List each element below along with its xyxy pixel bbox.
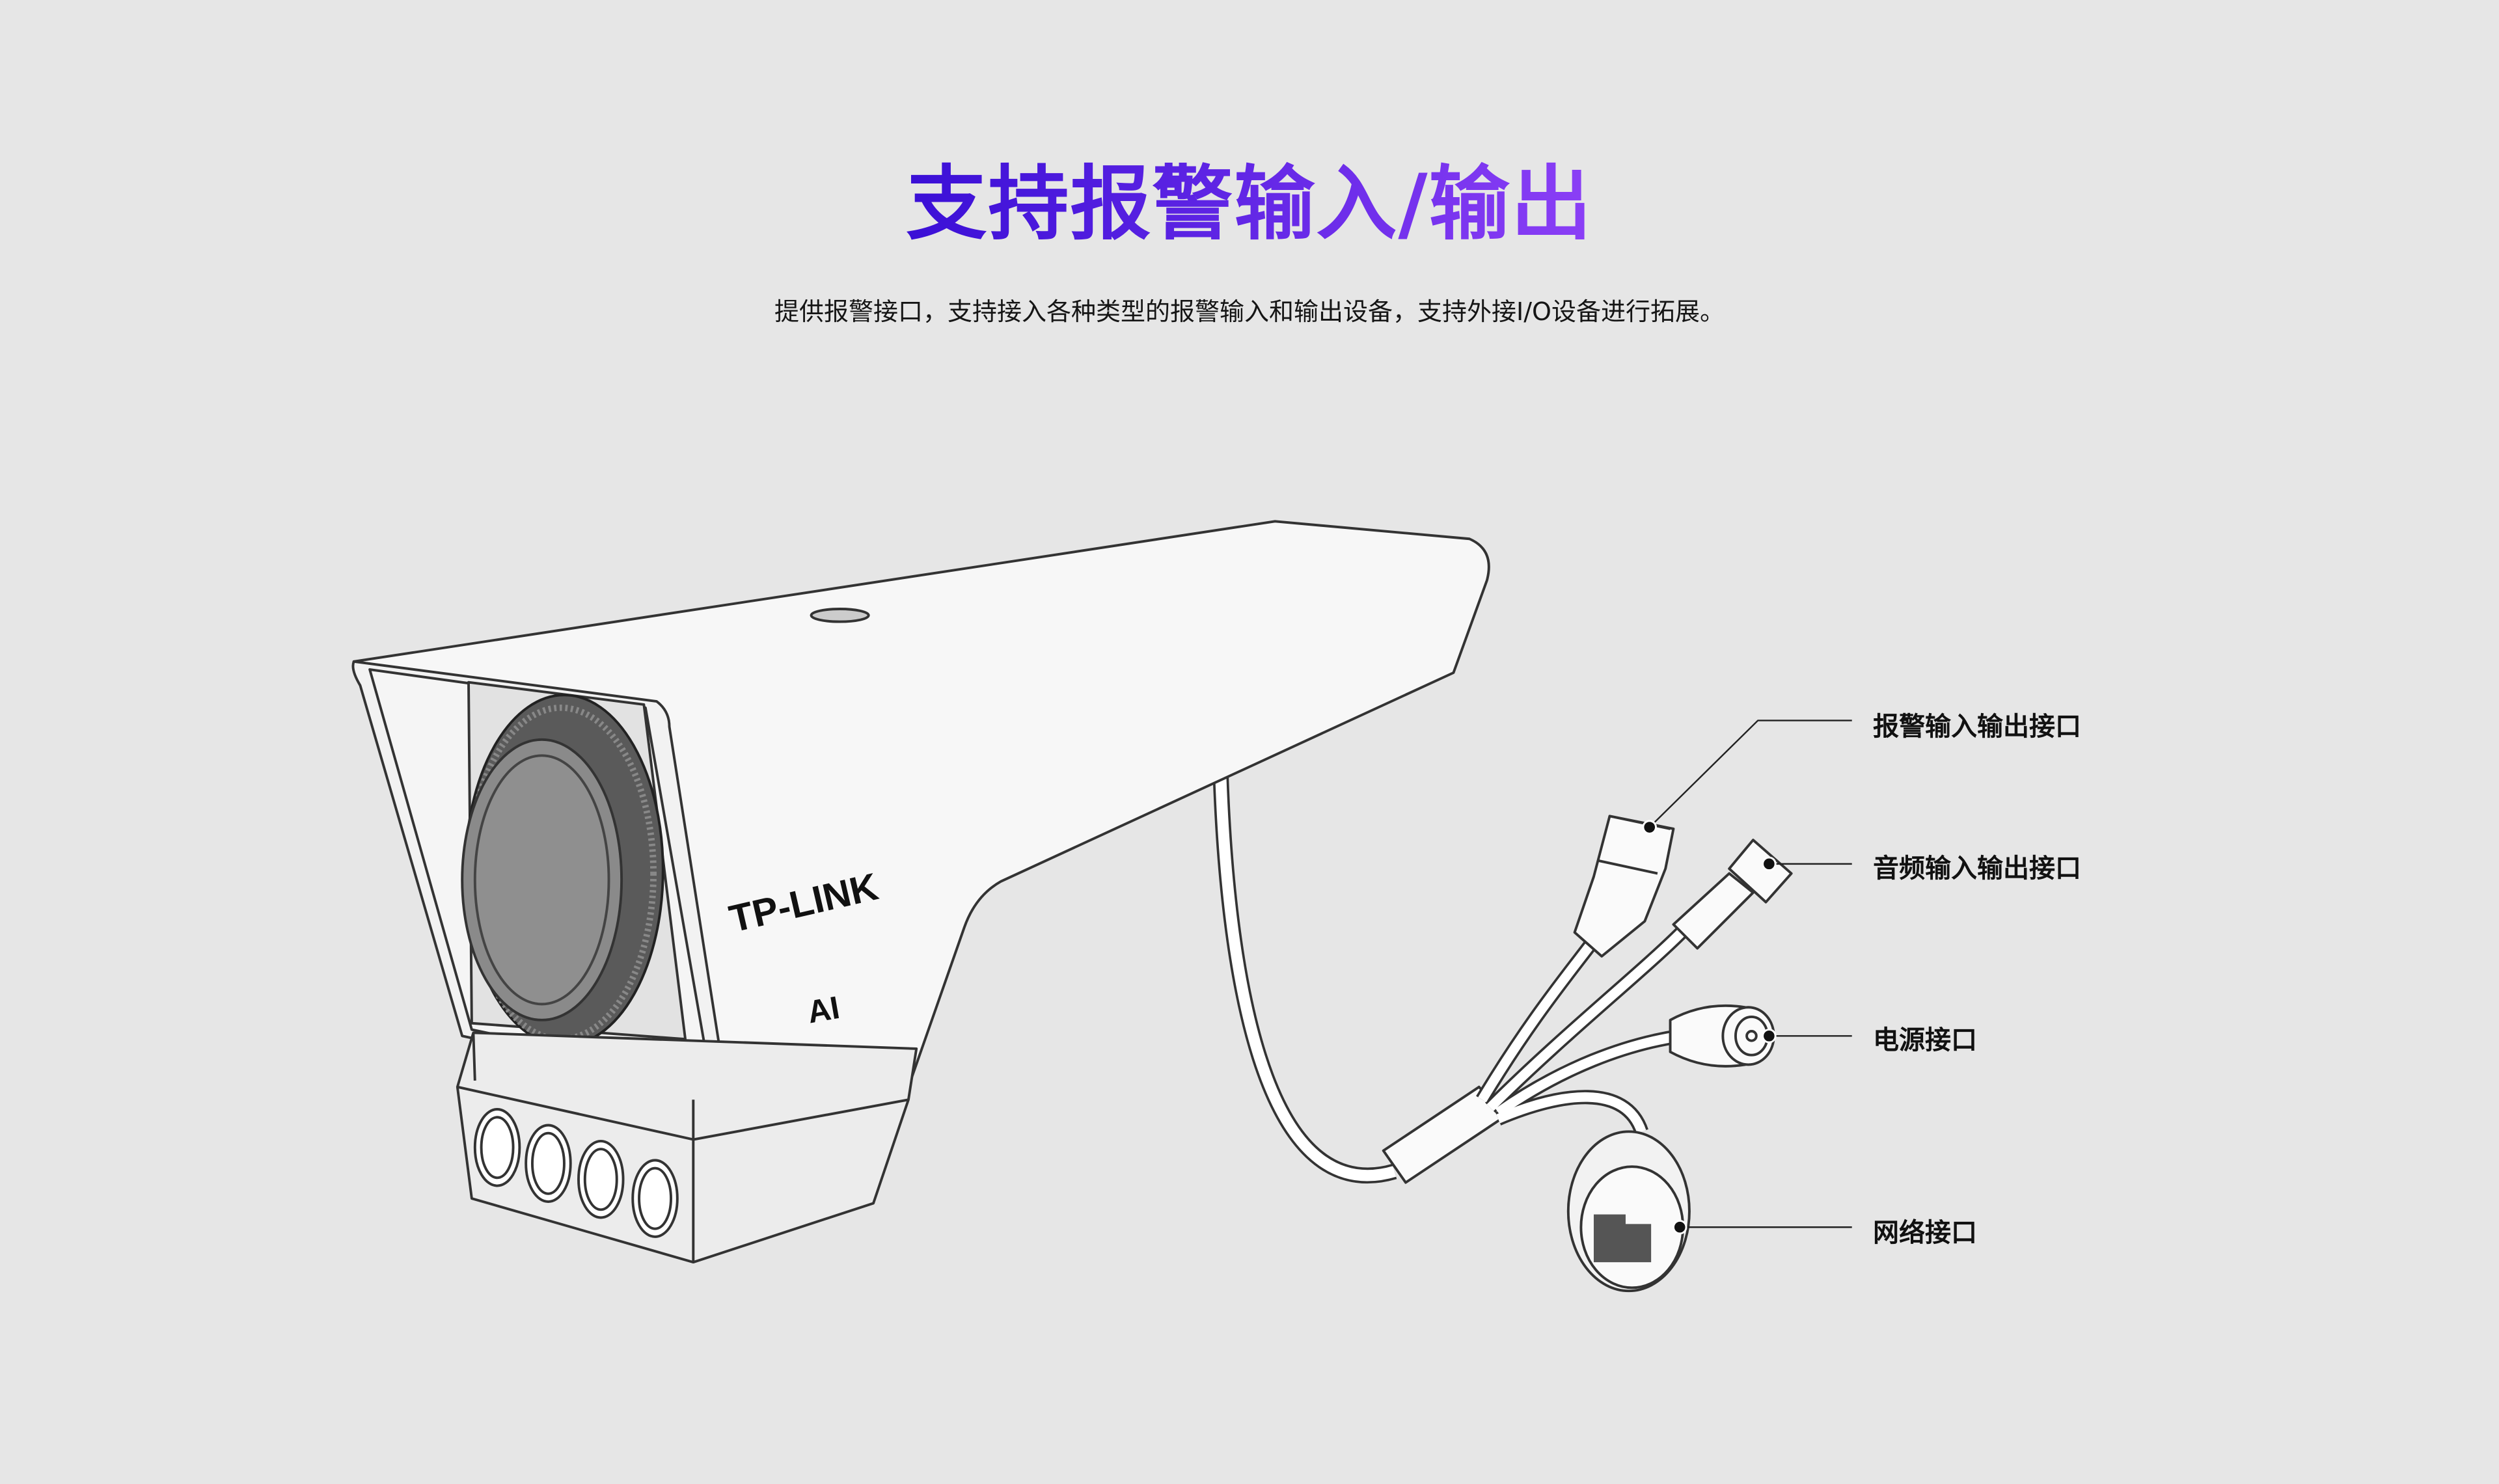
main-cable [1212,777,1397,1184]
callout-dot [1672,1219,1687,1235]
ir-housing [456,1031,918,1264]
callout-dot [1762,856,1777,872]
callout-dots [1642,820,1777,1235]
callout-audio-io: 音频输入输出接口 [1873,854,2081,884]
callout-alarm-io: 报警输入输出接口 [1873,712,2081,742]
ai-logo: AI [805,990,843,1031]
leader-lines [1648,720,1852,1228]
ir-leds [473,1108,679,1238]
callout-network: 网络接口 [1873,1218,1977,1248]
audio-connector [1672,872,1755,950]
callout-dot [1642,820,1657,835]
hood-hole [810,608,870,623]
callout-dot [1762,1029,1777,1044]
page-title: 支持报警输入/输出 [906,157,1593,251]
alarm-connector [1573,815,1675,958]
page-subtitle: 提供报警接口，支持接入各种类型的报警输入和输出设备，支持外接I/O设备进行拓展。 [774,297,1725,326]
callout-power: 电源接口 [1873,1025,1977,1055]
rj45-port [1593,1214,1652,1263]
